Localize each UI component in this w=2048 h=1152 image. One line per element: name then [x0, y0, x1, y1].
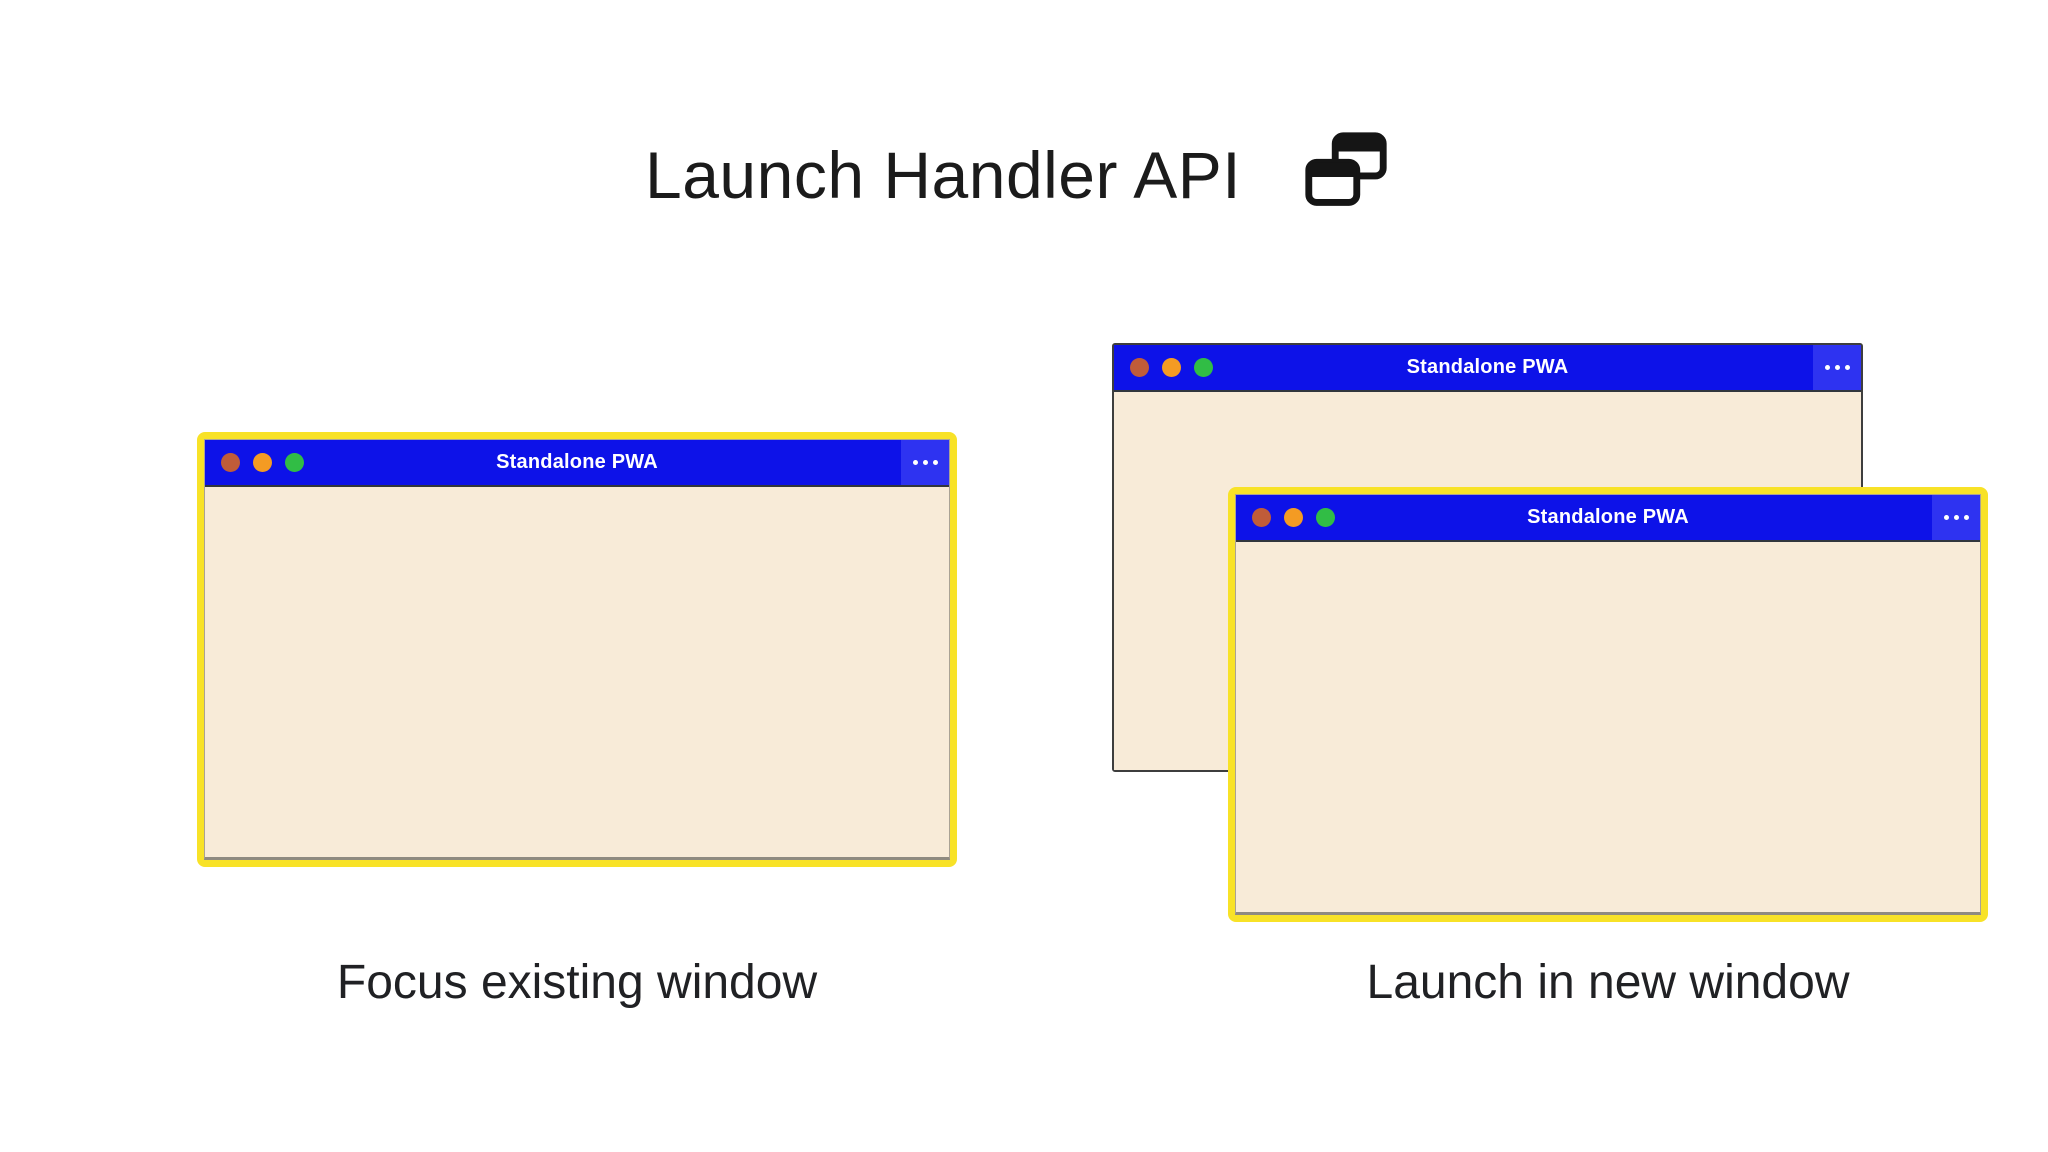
traffic-lights: [1252, 495, 1335, 540]
traffic-lights: [221, 440, 304, 485]
window-titlebar: Standalone PWA: [1236, 495, 1980, 542]
pwa-window-front: Standalone PWA: [1235, 494, 1981, 915]
new-window-frame: Standalone PWA: [1228, 487, 1988, 922]
pwa-window-left: Standalone PWA: [204, 439, 950, 860]
caption-focus-existing: Focus existing window: [336, 956, 818, 1009]
ellipsis-icon: [932, 460, 938, 465]
traffic-light-close-icon: [1130, 358, 1149, 377]
more-menu-button: [901, 440, 949, 485]
header: Launch Handler API: [645, 128, 1393, 222]
traffic-lights: [1130, 345, 1213, 390]
ellipsis-icon: [1844, 365, 1850, 370]
window-titlebar: Standalone PWA: [205, 440, 949, 487]
ellipsis-icon: [922, 460, 928, 465]
ellipsis-icon: [1953, 515, 1959, 520]
window-title: Standalone PWA: [1406, 356, 1569, 378]
more-menu-button: [1813, 345, 1861, 390]
traffic-light-maximize-icon: [285, 453, 304, 472]
ellipsis-icon: [1963, 515, 1969, 520]
more-menu-button: [1932, 495, 1980, 540]
ellipsis-icon: [1824, 365, 1830, 370]
focused-window-frame: Standalone PWA: [197, 432, 957, 867]
page-title: Launch Handler API: [645, 138, 1242, 212]
overlapping-windows-icon: [1305, 132, 1387, 206]
traffic-light-maximize-icon: [1316, 508, 1335, 527]
traffic-light-minimize-icon: [1284, 508, 1303, 527]
traffic-light-close-icon: [221, 453, 240, 472]
caption-launch-new: Launch in new window: [1366, 956, 1850, 1009]
ellipsis-icon: [912, 460, 918, 465]
traffic-light-minimize-icon: [253, 453, 272, 472]
traffic-light-minimize-icon: [1162, 358, 1181, 377]
window-titlebar: Standalone PWA: [1114, 345, 1861, 392]
ellipsis-icon: [1834, 365, 1840, 370]
window-title: Standalone PWA: [1527, 506, 1689, 528]
traffic-light-close-icon: [1252, 508, 1271, 527]
ellipsis-icon: [1943, 515, 1949, 520]
traffic-light-maximize-icon: [1194, 358, 1213, 377]
window-title: Standalone PWA: [496, 451, 658, 473]
window-body: [1236, 542, 1980, 912]
window-body: [205, 487, 949, 857]
